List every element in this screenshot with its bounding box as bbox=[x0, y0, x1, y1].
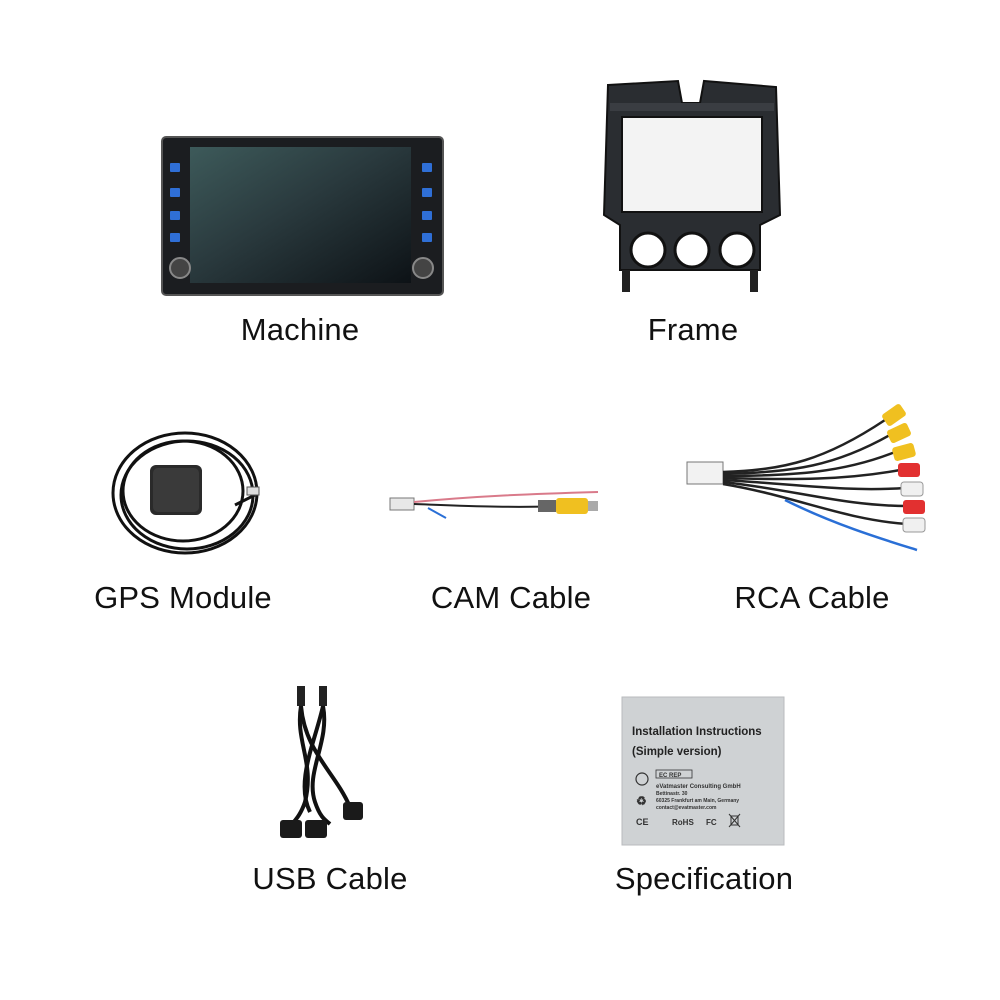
ec-rep-box bbox=[655, 769, 693, 779]
gps-label: GPS Module bbox=[94, 580, 272, 615]
street-text: Bettinastr. 30 bbox=[656, 791, 688, 797]
frame-image bbox=[602, 79, 782, 292]
usb-image bbox=[280, 686, 363, 838]
cam-image bbox=[389, 491, 599, 519]
ec-rep-text: EC REP bbox=[659, 773, 681, 779]
manual-subtitle: (Simple version) bbox=[632, 746, 722, 758]
recycle-icon: ♻ bbox=[636, 794, 647, 808]
cam-label: CAM Cable bbox=[430, 580, 592, 615]
fc-mark: FC bbox=[706, 818, 717, 827]
gps-image bbox=[111, 431, 260, 555]
company-text: eVatmaster Consulting GmbH bbox=[656, 784, 741, 790]
manual-title: Installation Instructions bbox=[632, 726, 762, 738]
machine-image bbox=[161, 136, 444, 296]
email-text: contact@evatmaster.com bbox=[656, 805, 717, 811]
ce-mark: CE bbox=[636, 817, 649, 827]
manual-image: Installation Instructions (Simple versio… bbox=[621, 696, 785, 846]
rohs-mark: RoHS bbox=[672, 818, 694, 827]
city-text: 60325 Frankfurt am Main, Germany bbox=[656, 798, 739, 804]
rca-label: RCA Cable bbox=[734, 580, 890, 615]
rca-image bbox=[686, 404, 926, 552]
weee-bin-icon bbox=[728, 813, 741, 828]
machine-label: Machine bbox=[240, 312, 360, 347]
frame-label: Frame bbox=[647, 312, 739, 347]
spec-label: Specification bbox=[614, 861, 794, 896]
manufacturer-icon bbox=[635, 772, 649, 786]
usb-label: USB Cable bbox=[252, 861, 408, 896]
